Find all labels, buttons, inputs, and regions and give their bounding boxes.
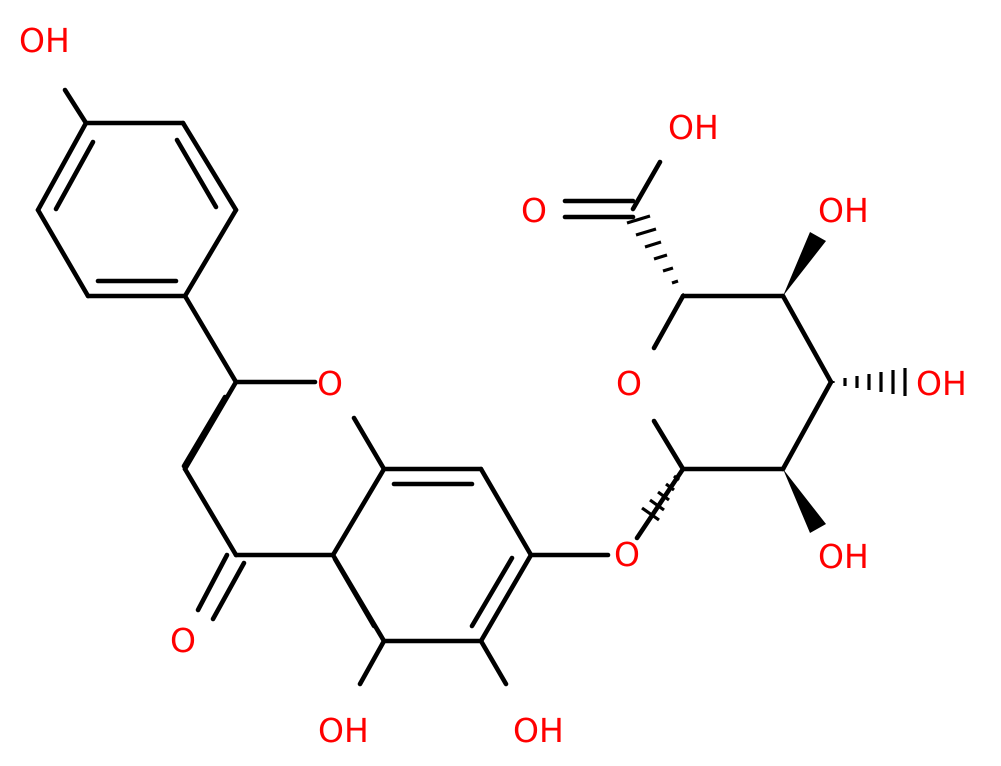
bond bbox=[634, 466, 686, 541]
atom-label-oh-acid: OH bbox=[668, 108, 719, 147]
atom-label-oh-c3: OH bbox=[916, 364, 967, 403]
atom-label-oh-phenol: OH bbox=[19, 21, 70, 60]
bond bbox=[35, 207, 91, 299]
bond bbox=[351, 415, 387, 472]
solid-wedge-bond bbox=[783, 469, 826, 533]
bond bbox=[780, 379, 834, 472]
atom-label-oh-c2: OH bbox=[818, 537, 869, 576]
bond bbox=[630, 159, 663, 212]
atom-label-o-pyran: O bbox=[317, 364, 343, 403]
atom-label-oh-5: OH bbox=[318, 711, 369, 750]
bond bbox=[182, 207, 239, 299]
bond bbox=[651, 418, 686, 472]
atom-label-oh-c4: OH bbox=[818, 191, 869, 230]
hashed-wedge-bond bbox=[641, 466, 686, 522]
bond bbox=[478, 638, 509, 687]
bond bbox=[62, 87, 89, 126]
bond bbox=[180, 120, 239, 213]
bond bbox=[35, 120, 89, 213]
hashed-wedge-bond bbox=[626, 214, 686, 298]
atom-label-o-keto: O bbox=[170, 621, 196, 660]
bond bbox=[210, 560, 247, 622]
bond bbox=[478, 466, 534, 558]
bond bbox=[780, 293, 834, 385]
bond bbox=[330, 466, 387, 558]
hashed-wedge-bond bbox=[831, 368, 907, 396]
atom-label-o-sugar-ring: O bbox=[616, 364, 642, 403]
bond-inner bbox=[174, 137, 219, 210]
bond-inner bbox=[332, 556, 377, 629]
atom-label-oh-6: OH bbox=[513, 711, 564, 750]
bond-inner bbox=[53, 139, 96, 212]
bond-inner bbox=[181, 394, 228, 469]
atom-label-o-glycosidic: O bbox=[614, 535, 640, 574]
bond bbox=[182, 466, 239, 558]
solid-wedge-bond bbox=[783, 232, 826, 296]
bond bbox=[182, 293, 239, 385]
bond bbox=[478, 552, 534, 644]
bond bbox=[195, 552, 230, 613]
bond-inner bbox=[469, 555, 515, 629]
bond bbox=[651, 293, 686, 351]
atom-label-o-acid: O bbox=[521, 191, 547, 230]
bond bbox=[357, 638, 387, 687]
